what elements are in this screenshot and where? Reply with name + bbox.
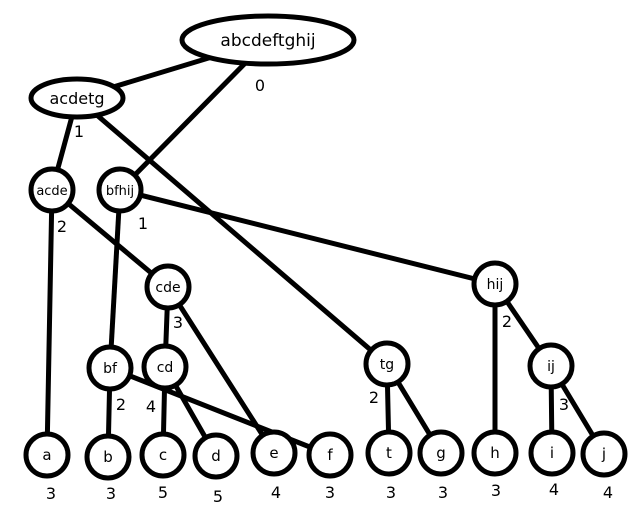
node-acde-shape — [28, 166, 76, 214]
node-acdetg-shape — [28, 76, 126, 120]
node-bf-shape — [86, 344, 134, 392]
leaf-f: f 3 — [306, 431, 354, 502]
node-acde-label: acde — [36, 184, 67, 199]
leaf-j-label: j — [601, 445, 606, 463]
leaf-a-shape — [23, 431, 71, 479]
node-ij-shape — [527, 342, 575, 390]
leaf-i: i 4 — [528, 429, 576, 499]
node-ij: ij 3 — [527, 342, 575, 414]
node-ij-label: ij — [547, 359, 555, 375]
node-cd-level: 4 — [146, 397, 156, 416]
leaf-b-level: 3 — [106, 484, 116, 503]
leaf-d-level: 5 — [213, 487, 223, 506]
leaf-e-level: 4 — [271, 483, 281, 502]
node-root: abcdeftghij 0 — [179, 13, 357, 95]
leaf-f-label: f — [327, 446, 333, 464]
node-bfhij-label: bfhij — [106, 184, 134, 199]
node-tg-label: tg — [380, 357, 394, 373]
leaf-h-label: h — [490, 444, 500, 462]
node-cde-label: cde — [155, 280, 180, 296]
node-cde: cde 3 — [144, 263, 192, 332]
node-bf-label: bf — [103, 361, 118, 377]
leaf-g-label: g — [436, 444, 446, 462]
edge-bfhij-bf — [107, 187, 123, 371]
leaf-i-shape — [528, 429, 576, 477]
leaf-b-shape — [84, 433, 132, 481]
leaf-f-level: 3 — [325, 483, 335, 502]
leaf-t: t 3 — [365, 429, 413, 502]
edge-acdetg-tg — [74, 95, 390, 367]
node-acdetg: acdetg 1 — [28, 76, 126, 141]
leaf-f-shape — [306, 431, 354, 479]
node-root-label: abcdeftghij — [220, 31, 315, 51]
node-acde: acde 2 — [28, 166, 76, 236]
edge-acde-cde — [49, 187, 171, 290]
edge-bfhij-hij — [117, 187, 498, 287]
node-acde-level: 2 — [57, 217, 67, 236]
leaf-t-label: t — [386, 444, 392, 462]
node-tg: tg 2 — [363, 340, 411, 407]
leaf-c-shape — [139, 431, 187, 479]
leaf-t-shape — [365, 429, 413, 477]
leaf-j-level: 4 — [603, 483, 613, 502]
leaf-c-level: 5 — [158, 483, 168, 502]
leaf-b: b 3 — [84, 433, 132, 503]
leaf-b-label: b — [103, 448, 113, 466]
leaf-a: a 3 — [23, 431, 71, 503]
node-bfhij-level: 1 — [138, 214, 148, 233]
leaf-h-level: 3 — [491, 481, 501, 500]
leaf-i-label: i — [550, 444, 554, 462]
leaf-d: d 5 — [192, 432, 240, 506]
leaf-e: e 4 — [250, 429, 298, 502]
node-hij-level: 2 — [502, 312, 512, 331]
leaf-g-shape — [417, 429, 465, 477]
node-root-level: 0 — [255, 76, 265, 95]
node-bfhij: bfhij 1 — [96, 166, 148, 233]
leaf-i-level: 4 — [549, 480, 559, 499]
node-tg-shape — [363, 340, 411, 388]
edges-layer — [44, 37, 607, 460]
node-cd-shape — [141, 343, 189, 391]
edge-acde-a — [44, 187, 55, 458]
leaf-j: j 4 — [580, 430, 628, 502]
leaf-e-shape — [250, 429, 298, 477]
leaf-c: c 5 — [139, 431, 187, 502]
node-hij-shape — [471, 260, 519, 308]
leaf-a-label: a — [42, 446, 51, 464]
node-bfhij-shape — [96, 166, 144, 214]
node-cd: cd 4 — [141, 343, 189, 416]
node-tg-level: 2 — [369, 388, 379, 407]
leaf-h: h 3 — [471, 429, 519, 500]
node-acdetg-label: acdetg — [49, 89, 104, 108]
node-hij-label: hij — [487, 277, 504, 293]
leaf-e-label: e — [269, 444, 278, 462]
leaf-d-shape — [192, 432, 240, 480]
leaf-j-shape — [580, 430, 628, 478]
leaf-t-level: 3 — [386, 483, 396, 502]
leaf-d-label: d — [211, 447, 221, 465]
node-ij-level: 3 — [559, 395, 569, 414]
leaf-g-level: 3 — [438, 483, 448, 502]
node-bf: bf 2 — [86, 344, 134, 414]
node-root-shape — [179, 13, 357, 67]
leaf-a-level: 3 — [46, 484, 56, 503]
node-cde-level: 3 — [173, 313, 183, 332]
node-bf-level: 2 — [116, 395, 126, 414]
node-cde-shape — [144, 263, 192, 311]
leaf-c-label: c — [159, 446, 167, 464]
leaf-g: g 3 — [417, 429, 465, 502]
node-acdetg-level: 1 — [74, 122, 84, 141]
leaf-h-shape — [471, 429, 519, 477]
node-cd-label: cd — [157, 360, 174, 376]
node-hij: hij 2 — [471, 260, 519, 331]
